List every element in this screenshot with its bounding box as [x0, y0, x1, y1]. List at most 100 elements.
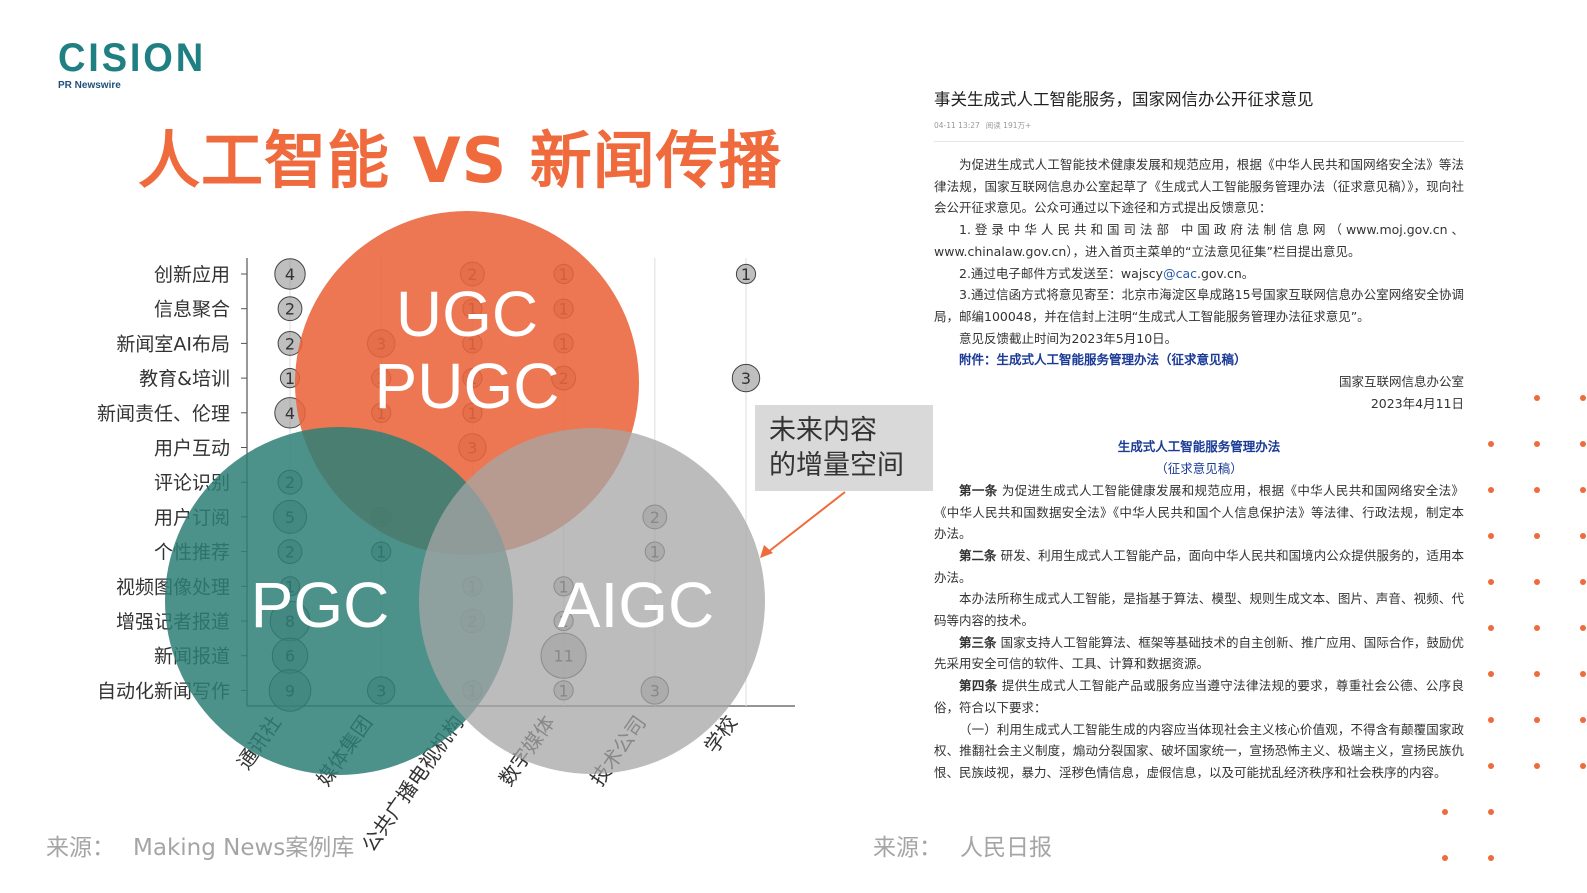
email-suffix: .gov.cn。 [1196, 265, 1255, 281]
article-4: 第四条 提供生成式人工智能产品或服务应当遵守法律法规的要求，尊重社会公德、公序良… [934, 675, 1464, 718]
source-left-name: Making News案例库 [133, 835, 355, 861]
news-article: 事关生成式人工智能服务，国家网信办公开征求意见 04-11 13:27 阅读 19… [934, 86, 1464, 784]
decor-dot [1534, 441, 1540, 447]
decor-dot [1534, 671, 1540, 677]
callout-line-2: 的增量空间 [769, 450, 904, 481]
decor-dot [1580, 487, 1586, 493]
law-subtitle: （征求意见稿） [1155, 461, 1243, 477]
slide-title: 人工智能 VS 新闻传播 [138, 124, 782, 197]
bubble [731, 363, 761, 393]
aigc-label: AIGC [558, 569, 714, 641]
decor-dot [1534, 395, 1540, 401]
sign-org: 国家互联网信息办公室 [1338, 374, 1464, 390]
y-tick-label: 新闻责任、伦理 [97, 403, 230, 425]
article-paragraph: 为促进生成式人工智能技术健康发展和规范应用，根据《中华人民共和国网络安全法》等法… [934, 157, 1464, 216]
decor-dot [1580, 395, 1586, 401]
law-title: 生成式人工智能服务管理办法 [1117, 439, 1281, 455]
bubble-label: 3 [741, 369, 751, 388]
article-title: 事关生成式人工智能服务，国家网信办公开征求意见 [934, 90, 1314, 109]
decor-dot [1488, 533, 1494, 539]
sign-date: 2023年4月11日 [1370, 395, 1464, 411]
source-left-prefix: 来源： [46, 835, 115, 861]
ugc-label: UGC [396, 278, 538, 350]
brand-name: CISION [58, 36, 207, 80]
article-1-body: 为促进生成式人工智能健康发展和规范应用，根据《中华人民共和国网络安全法》《中华人… [934, 482, 1464, 542]
y-tick-label: 新闻室AI布局 [116, 333, 230, 355]
article-4-head: 第四条 [959, 678, 998, 694]
decor-dot [1488, 441, 1494, 447]
decor-dot [1534, 579, 1540, 585]
bubble-label: 4 [285, 265, 295, 284]
annex-link[interactable]: 附件：生成式人工智能服务管理办法（征求意见稿） [959, 352, 1247, 368]
article-2-body: 研发、利用生成式人工智能产品，面向中华人民共和国境内公众提供服务的，适用本办法。 [934, 547, 1464, 585]
bubble [274, 258, 306, 290]
decor-dot [1534, 487, 1540, 493]
decor-dot [1534, 763, 1540, 769]
decor-dot [1488, 855, 1494, 861]
article-meta: 04-11 13:27 阅读 191万+ [934, 120, 1464, 142]
article-reads: 阅读 191万+ [985, 121, 1032, 130]
article-4-body: 提供生成式人工智能产品或服务应当遵守法律法规的要求，尊重社会公德、公序良俗，符合… [934, 678, 1464, 715]
decor-dot [1488, 579, 1494, 585]
decor-dot [1534, 625, 1540, 631]
bubble [735, 263, 757, 285]
bubble-label: 1 [741, 265, 751, 284]
email-prefix: 2.通过电子邮件方式发送至：wajscy [959, 265, 1164, 281]
decor-dot [1580, 625, 1586, 631]
callout-arrow [760, 491, 846, 558]
email-link[interactable]: @cac [1163, 265, 1197, 281]
y-tick-label: 创新应用 [154, 264, 230, 286]
decor-dot [1488, 763, 1494, 769]
article-2: 第二条 研发、利用生成式人工智能产品，面向中华人民共和国境内公众提供服务的，适用… [934, 545, 1464, 588]
bubble-label: 1 [285, 369, 295, 388]
decorative-dot-grid [1440, 395, 1587, 865]
decor-dot [1534, 717, 1540, 723]
decor-dot [1488, 671, 1494, 677]
bubble [277, 296, 303, 322]
decor-dot [1580, 671, 1586, 677]
arrow-head [760, 545, 773, 558]
y-tick-label: 用户互动 [154, 438, 230, 460]
article-paragraph: 意见反馈截止时间为2023年5月10日。 [959, 330, 1178, 346]
article-3-body: 国家支持人工智能算法、框架等基础技术的自主创新、推广应用、国际合作，鼓励优先采用… [934, 634, 1464, 672]
decor-dot [1580, 763, 1586, 769]
arrow-line [767, 491, 846, 553]
pgc-circle [165, 427, 513, 775]
bubble-label: 2 [285, 300, 295, 319]
decor-dot [1580, 579, 1586, 585]
brand-tagline: PR Newswire [58, 80, 121, 91]
article-paragraph: 3.通过信函方式将意见寄至：北京市海淀区阜成路15号国家互联网信息办公室网络安全… [934, 287, 1464, 324]
bubble-label: 2 [285, 334, 295, 353]
article-time: 04-11 13:27 [934, 121, 980, 130]
decor-dot [1488, 717, 1494, 723]
pgc-label: PGC [251, 569, 390, 641]
bubble-label: 4 [285, 404, 295, 423]
pugc-label: PUGC [375, 350, 560, 422]
article-2-head: 第二条 [959, 547, 997, 563]
callout-box: 未来内容 的增量空间 [755, 405, 933, 491]
article-2-para-2: 本办法所称生成式人工智能，是指基于算法、模型、规则生成文本、图片、声音、视频、代… [934, 591, 1464, 629]
source-right-name: 人民日报 [960, 835, 1052, 861]
decor-dot [1580, 717, 1586, 723]
article-1-head: 第一条 [959, 482, 998, 498]
decor-dot [1488, 809, 1494, 815]
decor-dot [1442, 855, 1448, 861]
source-left: 来源： Making News案例库 [46, 828, 354, 862]
aigc-circle [419, 428, 765, 774]
callout-line-1: 未来内容 [769, 415, 877, 446]
source-right: 来源： 人民日报 [873, 828, 1052, 862]
y-tick-label: 教育&培训 [139, 368, 230, 390]
decor-dot [1442, 809, 1448, 815]
cision-logo: CISION PR Newswire [58, 36, 214, 91]
decor-dot [1580, 441, 1586, 447]
y-tick-label: 信息聚合 [154, 299, 230, 321]
decor-dot [1580, 533, 1586, 539]
article-1: 第一条 为促进生成式人工智能健康发展和规范应用，根据《中华人民共和国网络安全法》… [934, 480, 1464, 545]
decor-dot [1534, 533, 1540, 539]
article-4-item-1: （一）利用生成式人工智能生成的内容应当体现社会主义核心价值观，不得含有颠覆国家政… [934, 721, 1464, 780]
source-right-prefix: 来源： [873, 835, 942, 861]
article-3-head: 第三条 [959, 634, 997, 650]
decor-dot [1488, 487, 1494, 493]
